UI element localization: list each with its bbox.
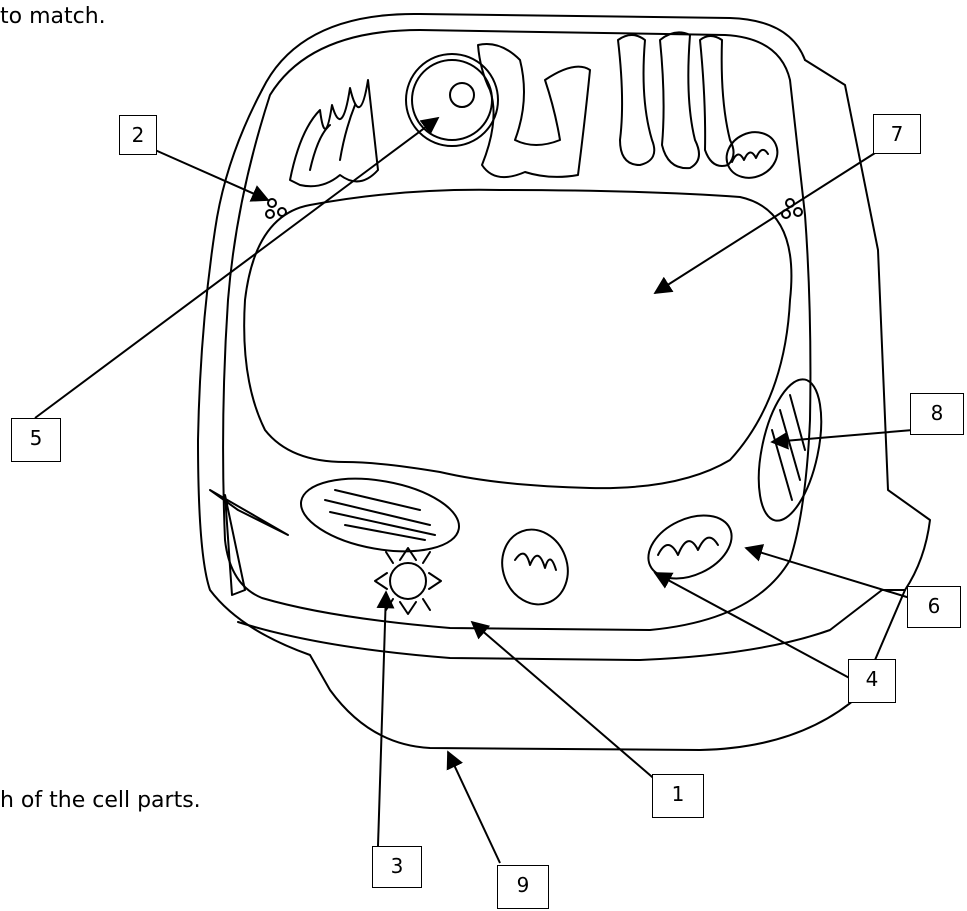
cell-wall-top-edge: [262, 14, 805, 90]
label-box-5: 5: [11, 418, 61, 462]
label-box-7: 7: [873, 114, 921, 154]
vesicles: [266, 199, 802, 218]
cell-wall-bottom-face: [238, 590, 905, 660]
label-box-3: 3: [372, 846, 422, 888]
rough-er-left: [290, 80, 378, 186]
chloroplast-left: [295, 468, 464, 563]
leader-line-4: [655, 573, 855, 681]
label-box-6: 6: [907, 586, 961, 628]
label-box-8: 8: [910, 393, 964, 435]
leader-line-9: [448, 752, 500, 863]
rough-er-right: [478, 44, 590, 177]
leader-line-8: [772, 430, 913, 442]
leader-line-1: [472, 622, 658, 782]
leader-line-6: [746, 548, 910, 598]
mitochondrion-bottom-left: [492, 520, 578, 613]
central-vacuole: [244, 190, 791, 488]
label-box-2: 2: [119, 115, 157, 155]
nucleolus: [450, 83, 474, 107]
label-box-9: 9: [497, 865, 549, 909]
label-box-4: 4: [848, 659, 896, 703]
label-box-1: 1: [652, 774, 704, 818]
leader-line-5: [35, 118, 438, 418]
leader-line-3: [378, 592, 386, 846]
crystal: [210, 490, 288, 595]
golgi-apparatus: [618, 32, 734, 168]
mitochondrion-bottom-right: [638, 503, 741, 591]
